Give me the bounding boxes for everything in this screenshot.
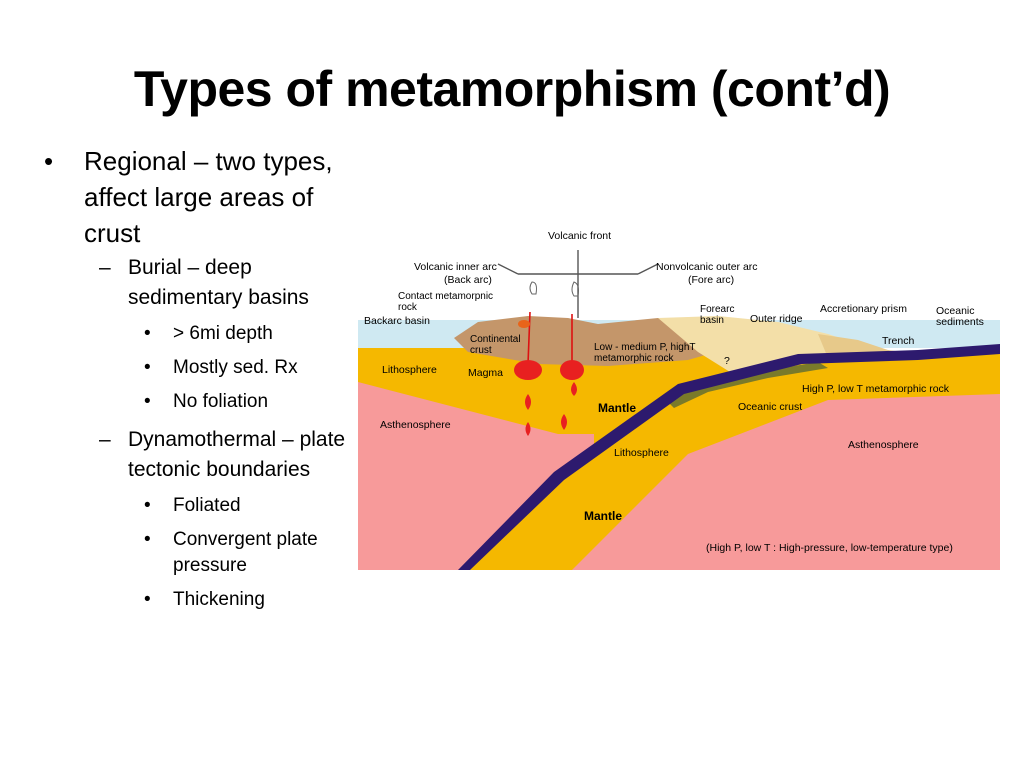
bullet-marker: • [144,323,151,344]
label-oceanic-sediments: Oceanic [936,305,975,317]
bullet-dynamo-point: • Convergent plate pressure [144,527,354,579]
label-low-medium-p-2: metamorphic rock [594,353,674,364]
bullet-text: Dynamothermal – plate tectonic boundarie… [128,428,346,481]
label-continental-crust: Continental [470,334,521,345]
magma-droplet [525,382,577,436]
dash-marker: – [99,428,111,451]
bullet-list: • Regional – two types, affect large are… [44,143,354,613]
bullet-burial-point: • > 6mi depth [144,321,354,347]
magma-conduit [527,311,573,365]
label-low-medium-p: Low - medium P, highT [594,342,696,353]
label-accretionary-prism: Accretionary prism [820,303,907,315]
bullet-burial: – Burial – deep sedimentary basins [99,253,354,313]
bullet-marker: • [144,589,151,610]
label-asthenosphere-left: Asthenosphere [380,419,451,431]
label-lithosphere-left: Lithosphere [382,364,437,376]
label-question-mark: ? [724,355,730,367]
bullet-regional: • Regional – two types, affect large are… [44,143,354,251]
bullet-marker: • [144,357,151,378]
label-fore-arc: (Fore arc) [688,274,734,286]
label-mantle-upper: Mantle [598,401,636,415]
label-outer-ridge: Outer ridge [750,313,803,325]
label-mantle-lower: Mantle [584,509,622,523]
label-volcanic-front: Volcanic front [548,230,611,242]
magma-chamber-right [560,360,584,380]
bullet-marker: • [44,146,54,176]
label-legend-note: (High P, low T : High-pressure, low-temp… [706,542,953,554]
label-magma: Magma [468,367,503,379]
bullet-text: Foliated [173,495,241,516]
label-trench: Trench [882,335,914,347]
label-asthenosphere-right: Asthenosphere [848,439,919,451]
label-nonvolcanic-outer-arc: Nonvolcanic outer arc [656,261,758,273]
label-oceanic-crust: Oceanic crust [738,401,802,413]
dash-marker: – [99,256,111,279]
label-high-p-low-t: High P, low T metamorphic rock [802,383,950,395]
bullet-dynamothermal: – Dynamothermal – plate tectonic boundar… [99,425,354,485]
bullet-dynamo-point: • Foliated [144,493,354,519]
bullet-marker: • [144,529,151,550]
bullet-text: Burial – deep sedimentary basins [128,256,309,309]
bullet-marker: • [144,495,151,516]
label-forearc-basin: Forearc [700,304,734,315]
volcanic-plume [529,281,579,297]
bullet-text: Thickening [173,589,265,610]
bullet-text: > 6mi depth [173,323,273,344]
label-back-arc: (Back arc) [444,274,492,286]
lithosphere-subducting [462,352,1000,570]
bullet-text: Mostly sed. Rx [173,357,298,378]
bullet-text: No foliation [173,391,269,412]
label-continental-crust-2: crust [470,345,492,356]
label-contact-metamorphic-2: rock [398,302,418,313]
label-contact-metamorphic: Contact metamorpnic [398,291,493,302]
bullet-marker: • [144,391,151,412]
bullet-burial-point: • No foliation [144,389,354,415]
continental-crust-layer [454,316,730,366]
volcanic-front-marker [497,250,659,318]
label-volcanic-inner-arc: Volcanic inner arc [414,261,497,273]
metamorphic-rock-strip [668,362,828,408]
bullet-dynamo-point: • Thickening [144,587,354,613]
label-forearc-basin-2: basin [700,315,724,326]
label-backarc-basin: Backarc basin [364,315,430,327]
subduction-zone-diagram: Volcanic front Volcanic inner arc (Back … [358,222,1000,570]
bullet-text: Convergent plate pressure [173,529,318,576]
magma-chamber-left [514,360,542,380]
label-lithosphere-center: Lithosphere [614,447,669,459]
contact-metamorphic-patch [518,320,530,328]
bullet-text: Regional – two types, affect large areas… [84,146,333,248]
bullet-burial-point: • Mostly sed. Rx [144,355,354,381]
slide-title: Types of metamorphism (cont’d) [133,61,891,117]
label-oceanic-sediments-2: sediments [936,316,984,328]
